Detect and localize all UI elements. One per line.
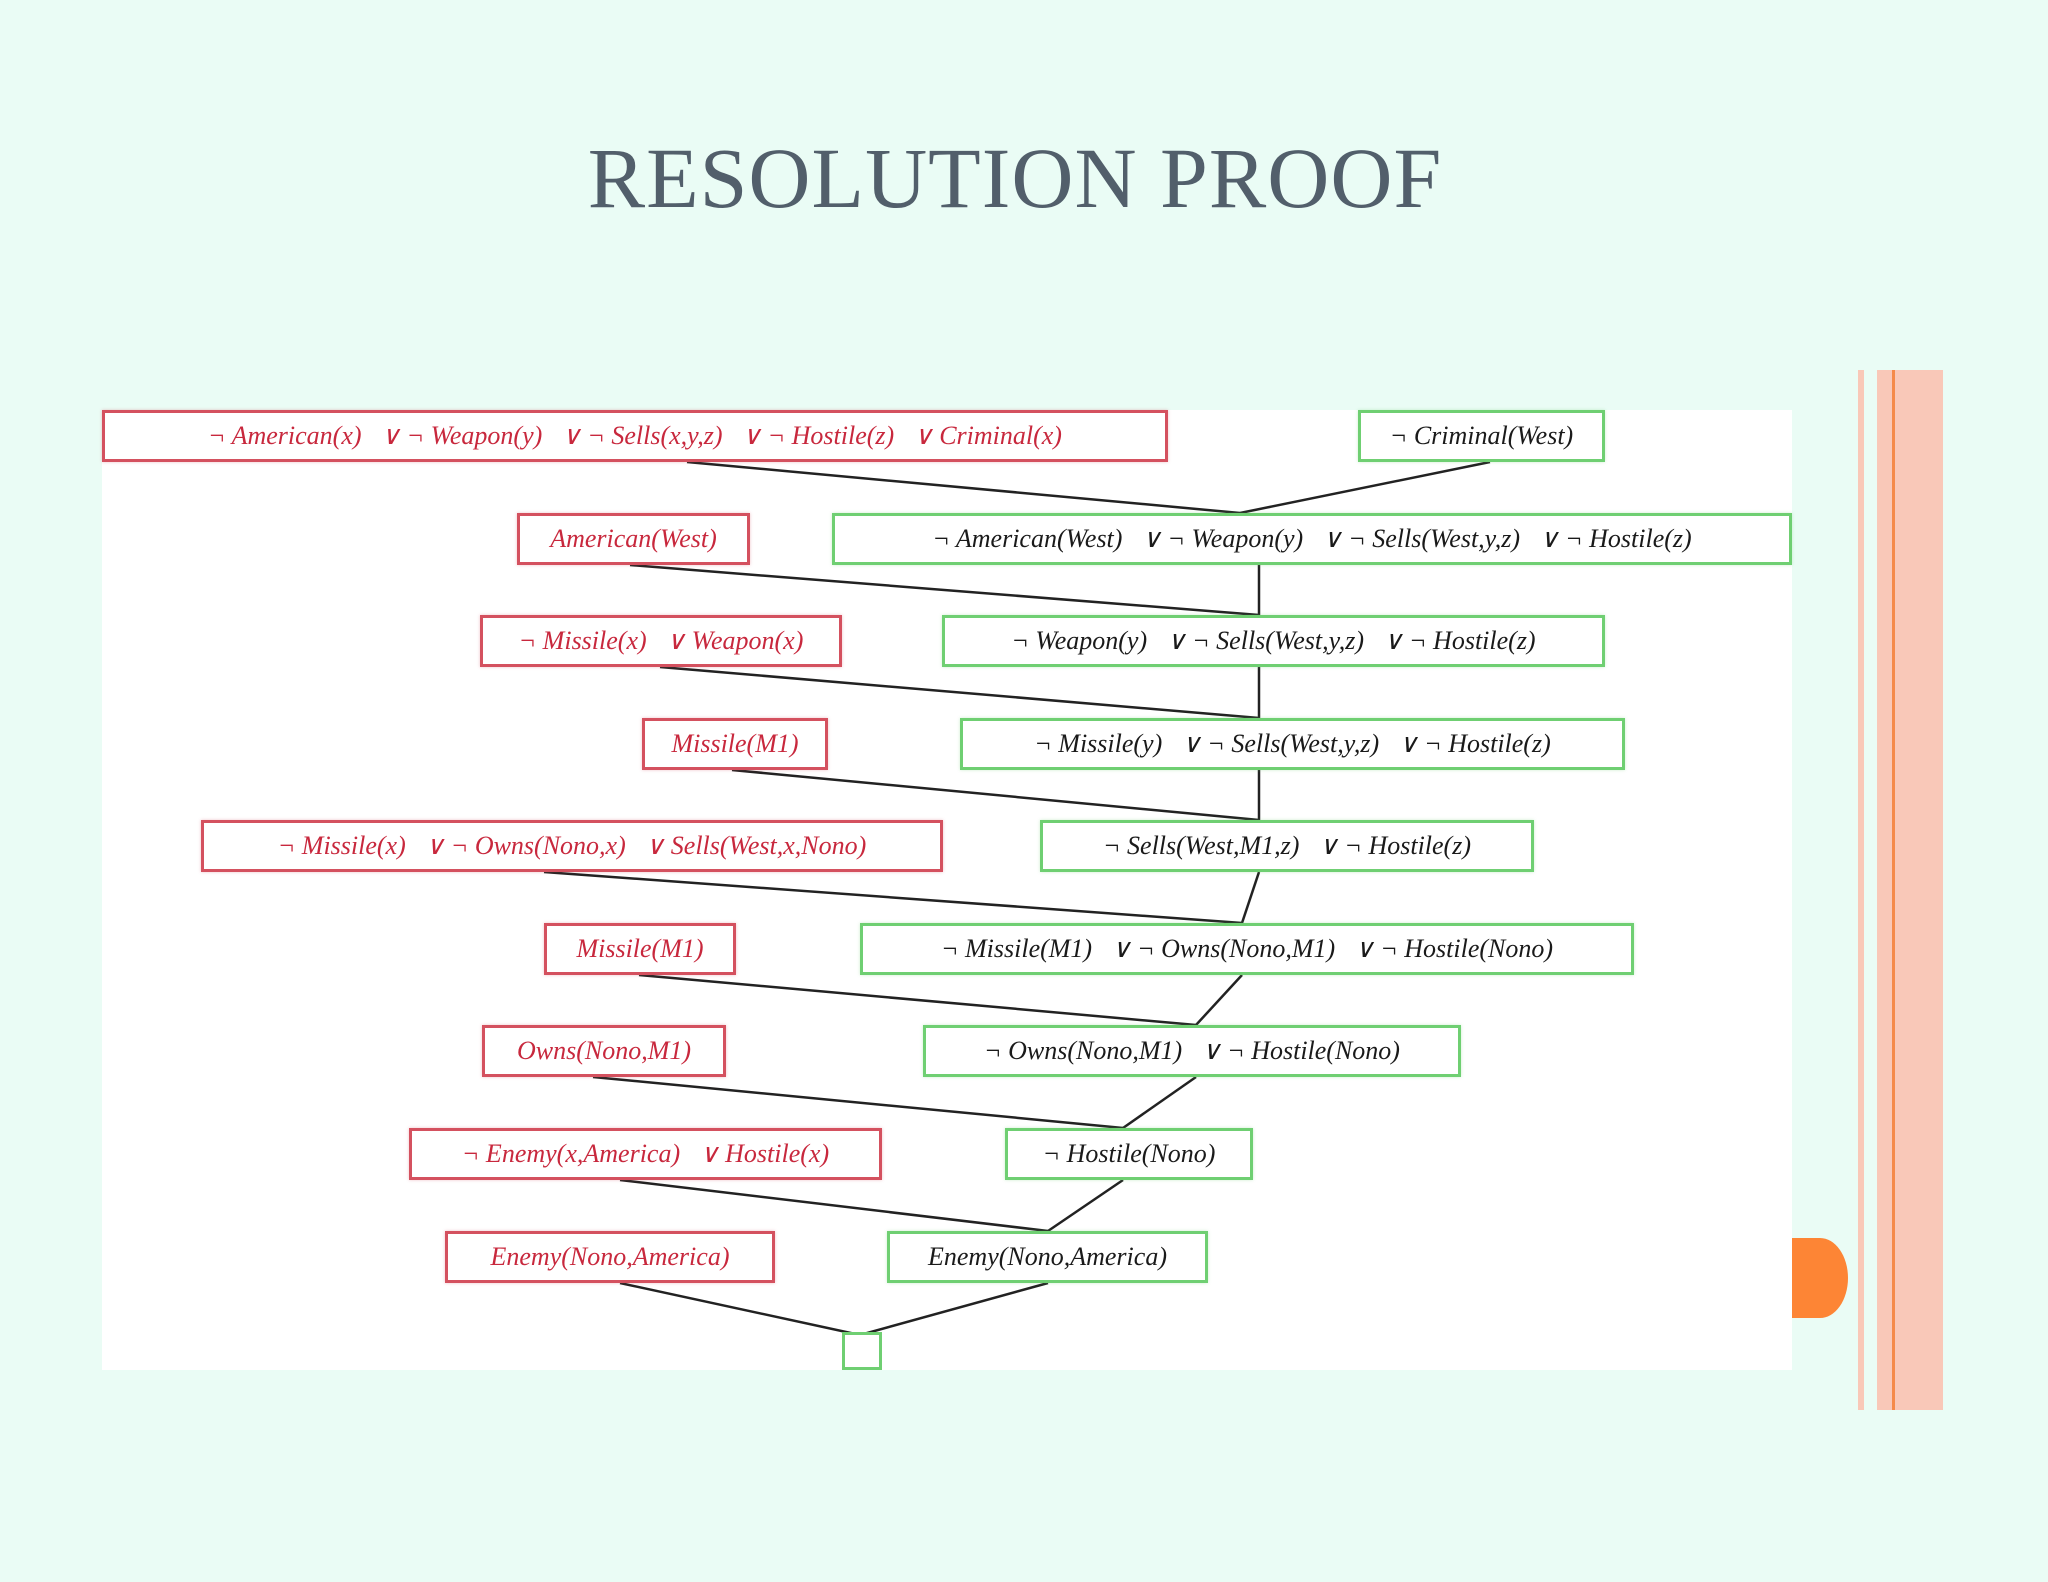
given-clause-enemy-nono-america: Enemy(Nono,America) [445,1231,775,1283]
decorative-stripe-line [1892,370,1895,1410]
derived-clause-negated-goal: ¬ Criminal(West) [1358,410,1605,462]
derived-clause-step-8: Enemy(Nono,America) [887,1231,1208,1283]
derived-clause-step-6: ¬ Owns(Nono,M1) ∨ ¬ Hostile(Nono) [923,1025,1461,1077]
slide-title: RESOLUTION PROOF [587,130,1443,226]
given-clause-enemy-hostile-rule: ¬ Enemy(x,America) ∨ Hostile(x) [409,1128,882,1180]
decorative-orange-tab [1792,1238,1848,1318]
derived-clause-step-3: ¬ Missile(y) ∨ ¬ Sells(West,y,z) ∨ ¬ Hos… [960,718,1625,770]
decorative-stripe-wide [1877,370,1943,1410]
derived-clause-step-5: ¬ Missile(M1) ∨ ¬ Owns(Nono,M1) ∨ ¬ Host… [860,923,1634,975]
derived-clause-step-4: ¬ Sells(West,M1,z) ∨ ¬ Hostile(z) [1040,820,1534,872]
given-clause-missile-weapon-rule: ¬ Missile(x) ∨ Weapon(x) [480,615,842,667]
given-clause-missile-m1: Missile(M1) [642,718,828,770]
resolution-proof-diagram: ¬ American(x) ∨ ¬ Weapon(y) ∨ ¬ Sells(x,… [102,410,1792,1370]
empty-clause-contradiction [842,1332,882,1370]
derived-clause-step-1: ¬ American(West) ∨ ¬ Weapon(y) ∨ ¬ Sells… [832,513,1792,565]
given-clause-criminal-rule: ¬ American(x) ∨ ¬ Weapon(y) ∨ ¬ Sells(x,… [102,410,1168,462]
given-clause-sells-rule: ¬ Missile(x) ∨ ¬ Owns(Nono,x) ∨ Sells(We… [201,820,943,872]
derived-clause-step-7: ¬ Hostile(Nono) [1005,1128,1253,1180]
resolution-edges [543,460,1491,1337]
given-clause-american-west: American(West) [517,513,750,565]
given-clause-owns-nono-m1: Owns(Nono,M1) [482,1025,726,1077]
given-clause-missile-m1-second: Missile(M1) [544,923,736,975]
derived-clause-step-2: ¬ Weapon(y) ∨ ¬ Sells(West,y,z) ∨ ¬ Host… [942,615,1605,667]
decorative-stripe-thin [1858,370,1864,1410]
